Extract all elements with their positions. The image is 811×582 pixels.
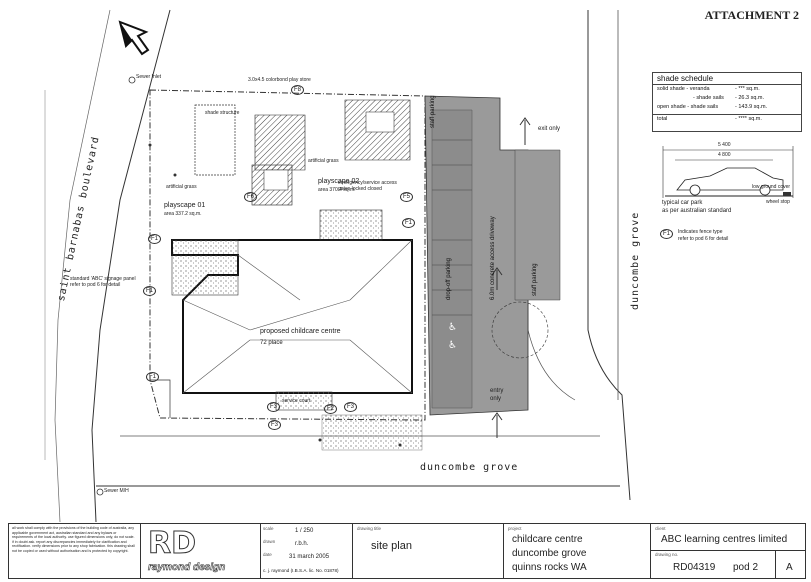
fence-note-1: Indicates fence type — [678, 229, 723, 235]
schedule-label: solid shade - veranda — [657, 86, 710, 92]
svg-text:♿: ♿ — [448, 322, 457, 333]
only-label: only — [490, 396, 502, 402]
scale-value: 1 / 250 — [295, 528, 314, 534]
firm-logo: RD — [147, 526, 197, 562]
drawing-no-label: drawing no. — [655, 552, 679, 557]
fence-label: F1 — [402, 218, 416, 228]
site-plan-drawing: ♿ ♿ — [44, 9, 631, 522]
car-dim-total: 5 400 — [718, 142, 731, 148]
project-line-3: quinns rocks WA — [512, 562, 587, 573]
schedule-row: total - **** sq.m. — [653, 114, 801, 124]
project-line-1: childcare centre — [512, 534, 583, 545]
schedule-value: - **** sq.m. — [735, 116, 762, 122]
fence-key-label: F1 — [660, 229, 674, 239]
building-label: proposed childcare centre — [260, 328, 341, 335]
playscape-01-label: playscape 01 — [164, 202, 206, 209]
attachment-label: ATTACHMENT 2 — [704, 8, 799, 22]
revision: A — [786, 562, 793, 573]
fence-label: F1 — [146, 372, 160, 382]
project-line-2: duncombe grove — [512, 548, 587, 559]
staff-parking-label: staff parking — [430, 95, 436, 128]
registration: c. j. raymond (I.B.S.A. lic. No. 01878) — [263, 568, 339, 573]
dropoff-parking-label: drop-off parking — [446, 258, 452, 300]
client-cell: client ABC learning centres limited draw… — [651, 524, 805, 578]
artificial-grass-label: artificial grass — [308, 158, 339, 164]
fence-label: F1 — [148, 234, 162, 244]
shade-schedule: shade schedule solid shade - veranda - **… — [652, 72, 802, 132]
playscape-02-label: playscape 02 — [318, 178, 360, 185]
pod-number: pod 2 — [733, 562, 759, 573]
drawn-label: drawn — [263, 539, 276, 544]
drawing-title-cell: drawing title site plan — [353, 524, 504, 578]
road-bottom-label: duncombe grove — [420, 462, 519, 473]
drawn-value: r.b.h. — [295, 541, 309, 547]
schedule-label: - shade sails — [693, 95, 724, 101]
low-ground-cover-label: low ground cover — [752, 184, 791, 190]
fence-label: F1 — [143, 286, 157, 296]
title-block: all work shall comply with the provision… — [8, 523, 806, 579]
car-dim-inner: 4 800 — [718, 152, 731, 158]
wheel-stop-label: wheel stop — [766, 199, 790, 205]
project-cell: project childcare centre duncombe grove … — [504, 524, 651, 578]
general-notes: all work shall comply with the provision… — [9, 524, 141, 578]
north-arrow-icon — [118, 20, 150, 56]
fence-label: F3 — [344, 402, 358, 412]
car-park-detail — [662, 146, 794, 198]
schedule-label: total — [657, 116, 668, 122]
date-label: date — [263, 552, 272, 557]
driveway-label: 6.0m concrete access driveway — [490, 216, 496, 300]
date-value: 31 march 2005 — [289, 554, 330, 560]
project-label: project — [508, 526, 522, 531]
schedule-row: - shade sails - 26.3 sq.m. — [653, 94, 801, 103]
shade-schedule-title: shade schedule — [653, 73, 801, 85]
car-caption-2: as per australian standard — [662, 208, 732, 214]
service-court-label: service court — [282, 398, 311, 404]
playscape-01-area: area 337.2 sq.m. — [164, 211, 202, 217]
exit-only-label: exit only — [538, 126, 561, 132]
drawing-meta: scale 1 / 250 drawn r.b.h. date 31 march… — [260, 524, 353, 578]
playscape-02-area: area 370.4 sq.m. — [318, 187, 356, 193]
scale-label: scale — [263, 526, 274, 531]
play-store-label: 3.0x4.5 colorbond play store — [248, 77, 311, 83]
client-label: client — [655, 526, 666, 531]
drawing-title: site plan — [371, 540, 412, 552]
fence-label: F2 — [324, 404, 338, 414]
sewer-inlet-label: Sewer Inlet — [136, 74, 162, 80]
fence-note-2: refer to pod 6 for detail — [678, 236, 729, 242]
client-name: ABC learning centres limited — [661, 534, 788, 545]
signage-label: standard 'ABC' signage panel refer to po… — [70, 276, 136, 288]
firm-cell: RD raymond design scale 1 / 250 drawn r.… — [142, 524, 353, 578]
fence-label: F3 — [268, 420, 282, 430]
artificial-grass-label: artificial grass — [166, 184, 197, 190]
fence-label: F6 — [244, 192, 258, 202]
staff-parking-label: staff parking — [532, 263, 538, 296]
road-right-label: duncombe grove — [630, 211, 641, 310]
fence-label: F8 — [291, 85, 305, 95]
schedule-label: open shade - shade sails — [657, 104, 719, 110]
shade-structure-label: shade structure — [205, 110, 240, 116]
building-place: 72 place — [260, 340, 283, 346]
sewer-mh-label: Sewer M/H — [104, 488, 129, 494]
fence-label: F3 — [267, 402, 281, 412]
schedule-value: - 143.9 sq.m. — [735, 104, 768, 110]
drawing-number: RD04319 — [673, 562, 716, 573]
schedule-row: open shade - shade sails - 143.9 sq.m. — [653, 103, 801, 112]
schedule-value: - 26.3 sq.m. — [735, 95, 765, 101]
fence-label: F5 — [400, 192, 414, 202]
schedule-value: - *** sq.m. — [735, 86, 760, 92]
entry-label: entry — [490, 388, 504, 394]
emergency-label: emergency/service access gates locked cl… — [338, 180, 397, 192]
schedule-row: solid shade - veranda - *** sq.m. — [653, 85, 801, 94]
svg-text:♿: ♿ — [448, 340, 457, 351]
firm-name: raymond design — [148, 562, 226, 574]
drawing-title-label: drawing title — [357, 526, 382, 531]
car-caption-1: typical car park — [662, 200, 703, 206]
